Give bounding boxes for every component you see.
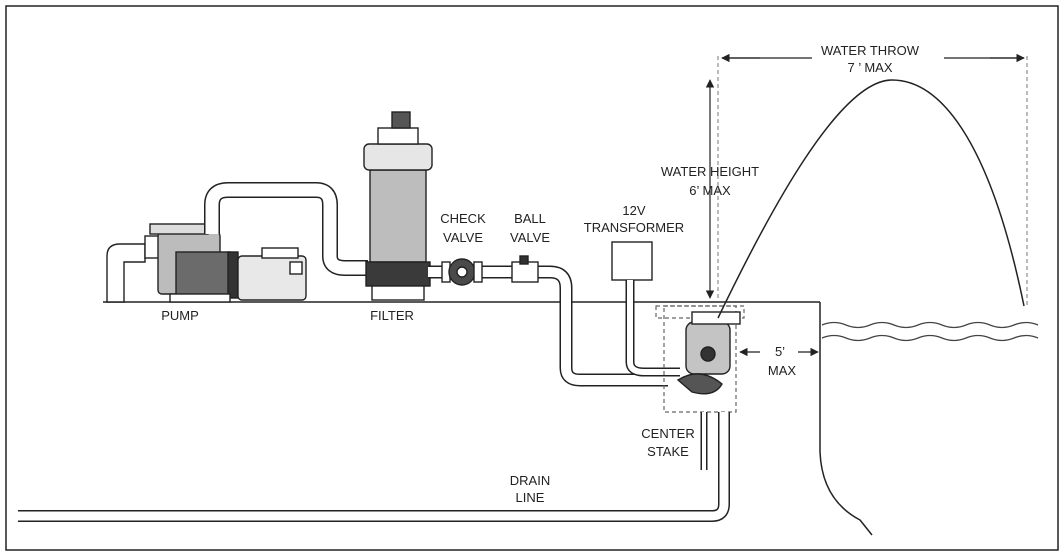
check-valve-label: CHECK (440, 211, 486, 226)
diagram-frame (5, 5, 1059, 551)
pool-pump (106, 223, 307, 303)
pump-label: PUMP (161, 308, 199, 323)
transformer-box (611, 241, 653, 281)
transformer-label: 12V (622, 203, 645, 218)
pool-filter (363, 111, 433, 301)
water-throw-label: WATER THROW (821, 43, 920, 58)
pool-wall (819, 302, 873, 536)
check-valve-label: VALVE (443, 230, 483, 245)
water-arc (717, 79, 1025, 319)
transformer-label: TRANSFORMER (584, 220, 684, 235)
water-height-label: WATER HEIGHT (661, 164, 759, 179)
water-height-label: 6’ MAX (689, 183, 731, 198)
center-stake-label: CENTER (641, 426, 694, 441)
transformer-cable (625, 280, 680, 377)
check-valve (441, 258, 483, 286)
distance-label: MAX (768, 363, 797, 378)
drain-line-label: LINE (516, 490, 545, 505)
ball-valve (511, 255, 539, 283)
ball-valve-label: BALL (514, 211, 546, 226)
center-stake-label: STAKE (647, 444, 689, 459)
ball-valve-label: VALVE (510, 230, 550, 245)
filter-label: FILTER (370, 308, 414, 323)
drain-line-pipe (18, 412, 730, 522)
water-surface (821, 334, 1039, 342)
water-surface (821, 321, 1039, 329)
fountain-jet (676, 311, 741, 395)
drain-line-label: DRAIN (510, 473, 550, 488)
water-throw-label: 7 ’ MAX (847, 60, 892, 75)
distance-label: 5’ (775, 344, 785, 359)
